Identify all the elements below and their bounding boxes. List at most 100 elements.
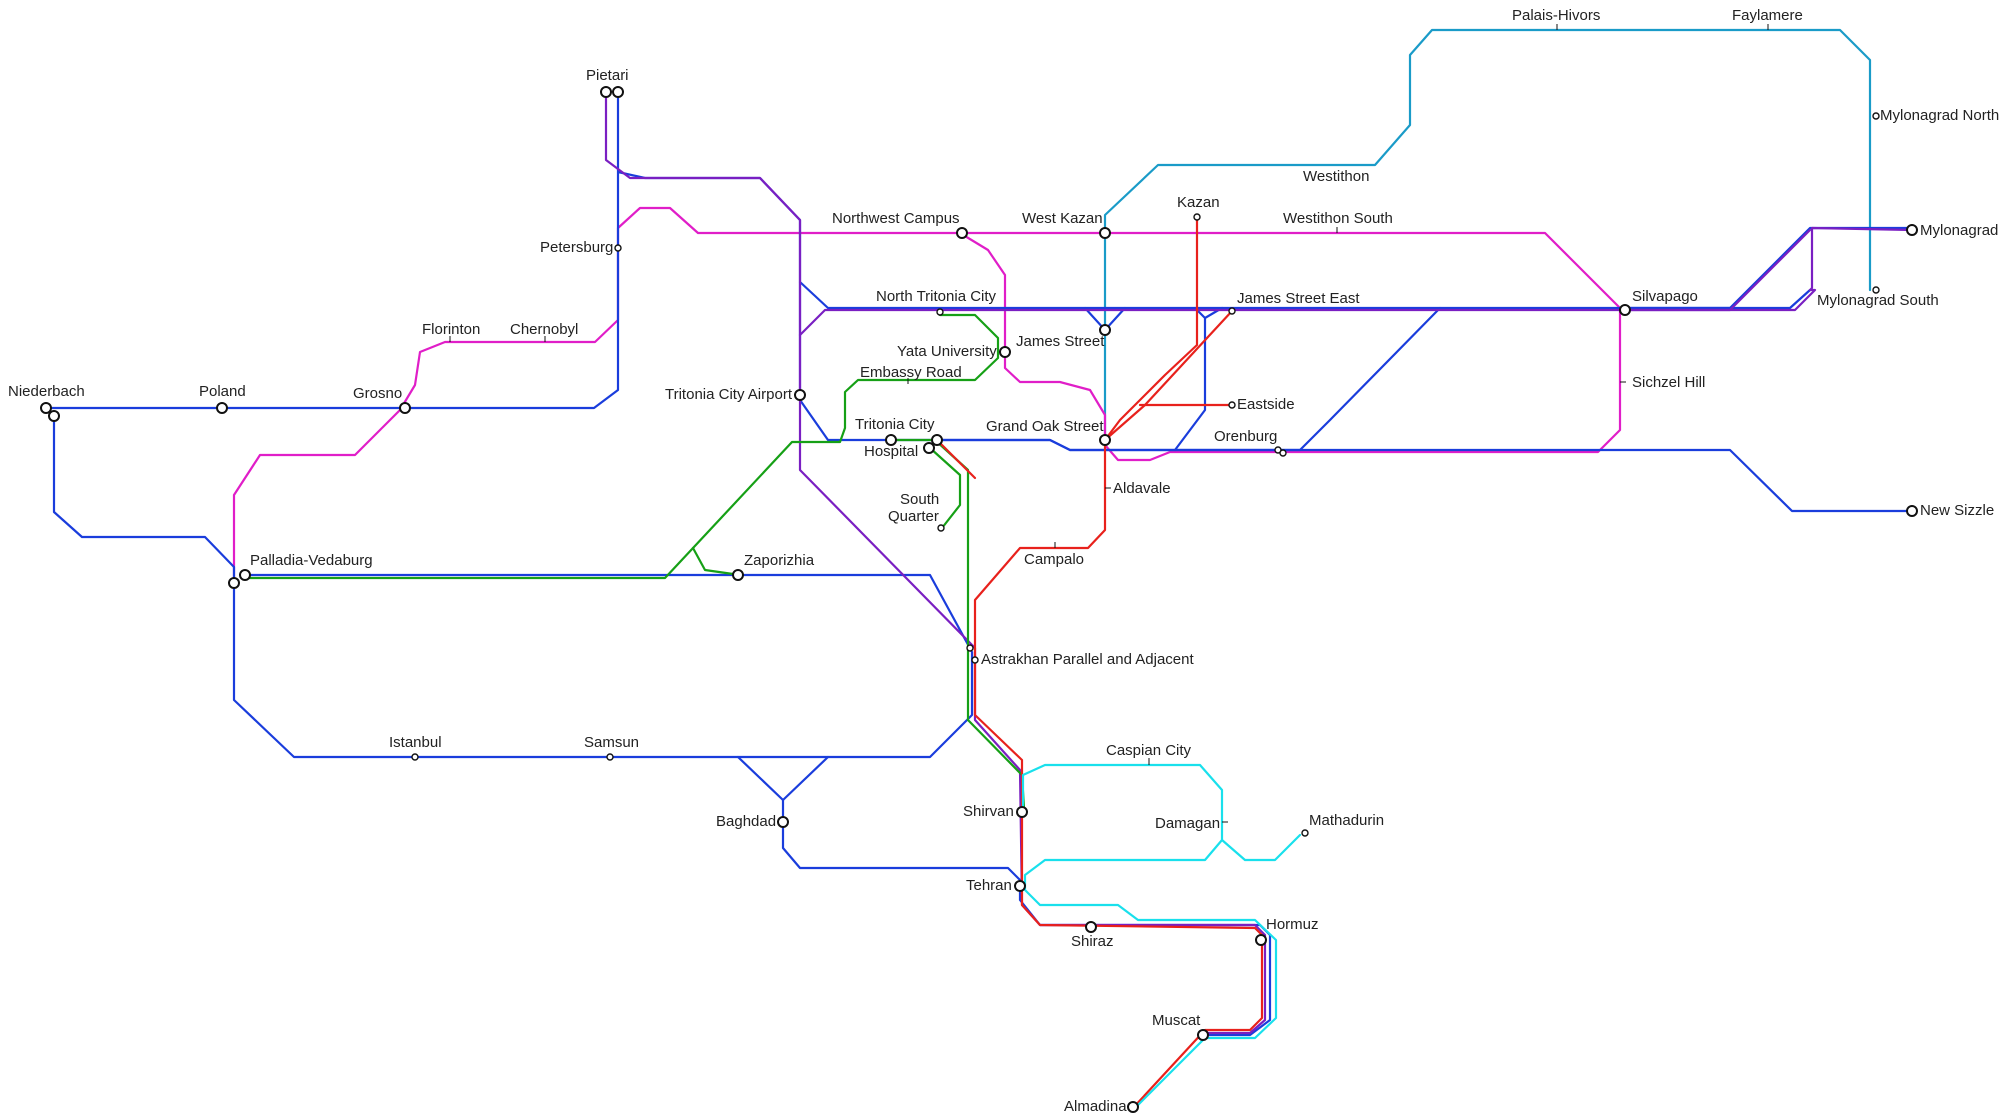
teal-line[interactable] — [1103, 28, 1872, 442]
label-istanbul: Istanbul — [389, 734, 442, 751]
station-mylonagrad[interactable] — [1906, 224, 1918, 236]
station-grosno[interactable] — [399, 402, 411, 414]
station-shiraz[interactable] — [1085, 921, 1097, 933]
station-labels: Pietari Petersburg Florinton Chernobyl N… — [8, 7, 1999, 1115]
label-muscat: Muscat — [1152, 1012, 1201, 1029]
blue-line-baghdad[interactable] — [736, 755, 1272, 1037]
station-palladia-b[interactable] — [239, 569, 251, 581]
label-hospital: Hospital — [864, 443, 918, 460]
station-baghdad[interactable] — [777, 816, 789, 828]
label-astrakhan: Astrakhan Parallel and Adjacent — [981, 651, 1194, 668]
blue-line-north[interactable] — [44, 90, 1812, 410]
station-palladia-a[interactable] — [228, 577, 240, 589]
station-astrakhan-a[interactable] — [966, 644, 974, 652]
label-petersburg: Petersburg — [540, 239, 613, 256]
green-line[interactable] — [243, 313, 1000, 580]
station-zaporizhia[interactable] — [732, 569, 744, 581]
station-muscat[interactable] — [1197, 1029, 1209, 1041]
label-embassy-road: Embassy Road — [860, 364, 962, 381]
label-hormuz: Hormuz — [1266, 916, 1319, 933]
label-almadina: Almadina — [1064, 1098, 1127, 1115]
red-line-james-east[interactable] — [1103, 309, 1234, 442]
station-south-quarter[interactable] — [937, 524, 945, 532]
label-baghdad: Baghdad — [716, 813, 776, 830]
label-poland: Poland — [199, 383, 246, 400]
label-faylamere: Faylamere — [1732, 7, 1803, 24]
station-yata-university[interactable] — [999, 346, 1011, 358]
station-north-tritonia-city[interactable] — [936, 308, 944, 316]
station-mylonagrad-north[interactable] — [1872, 112, 1880, 120]
station-poland[interactable] — [216, 402, 228, 414]
station-petersburg[interactable] — [614, 244, 622, 252]
label-palladia-vedaburg: Palladia-Vedaburg — [250, 552, 373, 569]
station-tritonia-city[interactable] — [885, 434, 897, 446]
green-line-zaporizhia[interactable] — [691, 546, 742, 577]
station-orenburg-b[interactable] — [1279, 449, 1287, 457]
station-tehran[interactable] — [1014, 880, 1026, 892]
label-grosno: Grosno — [353, 385, 402, 402]
label-orenburg: Orenburg — [1214, 428, 1277, 445]
station-james-street[interactable] — [1099, 324, 1111, 336]
label-shiraz: Shiraz — [1071, 933, 1114, 950]
label-mylonagrad-south: Mylonagrad South — [1817, 292, 1939, 309]
stations — [40, 86, 1918, 1113]
station-new-sizzle[interactable] — [1906, 505, 1918, 517]
station-niederbach-b[interactable] — [48, 410, 60, 422]
label-mylonagrad: Mylonagrad — [1920, 222, 1998, 239]
station-mathadurin[interactable] — [1301, 829, 1309, 837]
label-mylonagrad-north: Mylonagrad North — [1880, 107, 1999, 124]
station-tritonia-city-b[interactable] — [931, 434, 943, 446]
label-sichzel-hill: Sichzel Hill — [1632, 374, 1705, 391]
station-west-kazan[interactable] — [1099, 227, 1111, 239]
label-grand-oak-street: Grand Oak Street — [986, 418, 1104, 435]
label-zaporizhia: Zaporizhia — [744, 552, 815, 569]
station-grand-oak-street[interactable] — [1099, 434, 1111, 446]
station-pietari-a[interactable] — [600, 86, 612, 98]
label-damagan: Damagan — [1155, 815, 1220, 832]
station-silvapago[interactable] — [1619, 304, 1631, 316]
label-palais-hivors: Palais-Hivors — [1512, 7, 1600, 24]
red-line-tritonia[interactable] — [935, 438, 977, 480]
label-northwest-campus: Northwest Campus — [832, 210, 960, 227]
label-eastside: Eastside — [1237, 396, 1295, 413]
station-almadina[interactable] — [1127, 1101, 1139, 1113]
station-pietari-b[interactable] — [612, 86, 624, 98]
label-niederbach: Niederbach — [8, 383, 85, 400]
station-hormuz[interactable] — [1255, 934, 1267, 946]
label-campalo: Campalo — [1024, 551, 1084, 568]
label-tritonia-city: Tritonia City — [855, 416, 935, 433]
station-istanbul[interactable] — [411, 753, 419, 761]
magenta-line[interactable] — [232, 206, 1622, 582]
station-shirvan[interactable] — [1016, 806, 1028, 818]
label-chernobyl: Chernobyl — [510, 321, 578, 338]
red-line[interactable] — [973, 215, 1264, 1110]
station-eastside[interactable] — [1228, 401, 1236, 409]
label-yata-university: Yata University — [897, 343, 997, 360]
station-james-street-east[interactable] — [1228, 307, 1236, 315]
green-line-southquarter[interactable] — [928, 446, 962, 530]
blue-line-west[interactable] — [44, 406, 974, 759]
purple-line-silvapago[interactable] — [1618, 228, 1812, 312]
purple-line-east[interactable] — [798, 226, 1914, 337]
station-tritonia-city-airport[interactable] — [794, 389, 806, 401]
blue-line-baghdad-2[interactable] — [781, 755, 830, 802]
station-northwest-campus[interactable] — [956, 227, 968, 239]
route-lines — [44, 28, 1914, 1112]
label-tehran: Tehran — [966, 877, 1012, 894]
label-tritonia-city-airport: Tritonia City Airport — [665, 386, 793, 403]
label-westithon: Westithon — [1303, 168, 1369, 185]
station-kazan[interactable] — [1193, 213, 1201, 221]
label-james-street-east: James Street East — [1237, 290, 1360, 307]
blue-line-newsizzle[interactable] — [938, 438, 1912, 513]
station-hospital[interactable] — [923, 442, 935, 454]
label-west-kazan: West Kazan — [1022, 210, 1103, 227]
station-mylonagrad-south[interactable] — [1872, 286, 1880, 294]
purple-line[interactable] — [604, 90, 1267, 1035]
station-samsun[interactable] — [606, 753, 614, 761]
station-astrakhan-b[interactable] — [971, 656, 979, 664]
label-south-quarter-1: South — [900, 491, 939, 508]
label-mathadurin: Mathadurin — [1309, 812, 1384, 829]
station-niederbach-a[interactable] — [40, 402, 52, 414]
cyan-line[interactable] — [1021, 763, 1302, 1112]
